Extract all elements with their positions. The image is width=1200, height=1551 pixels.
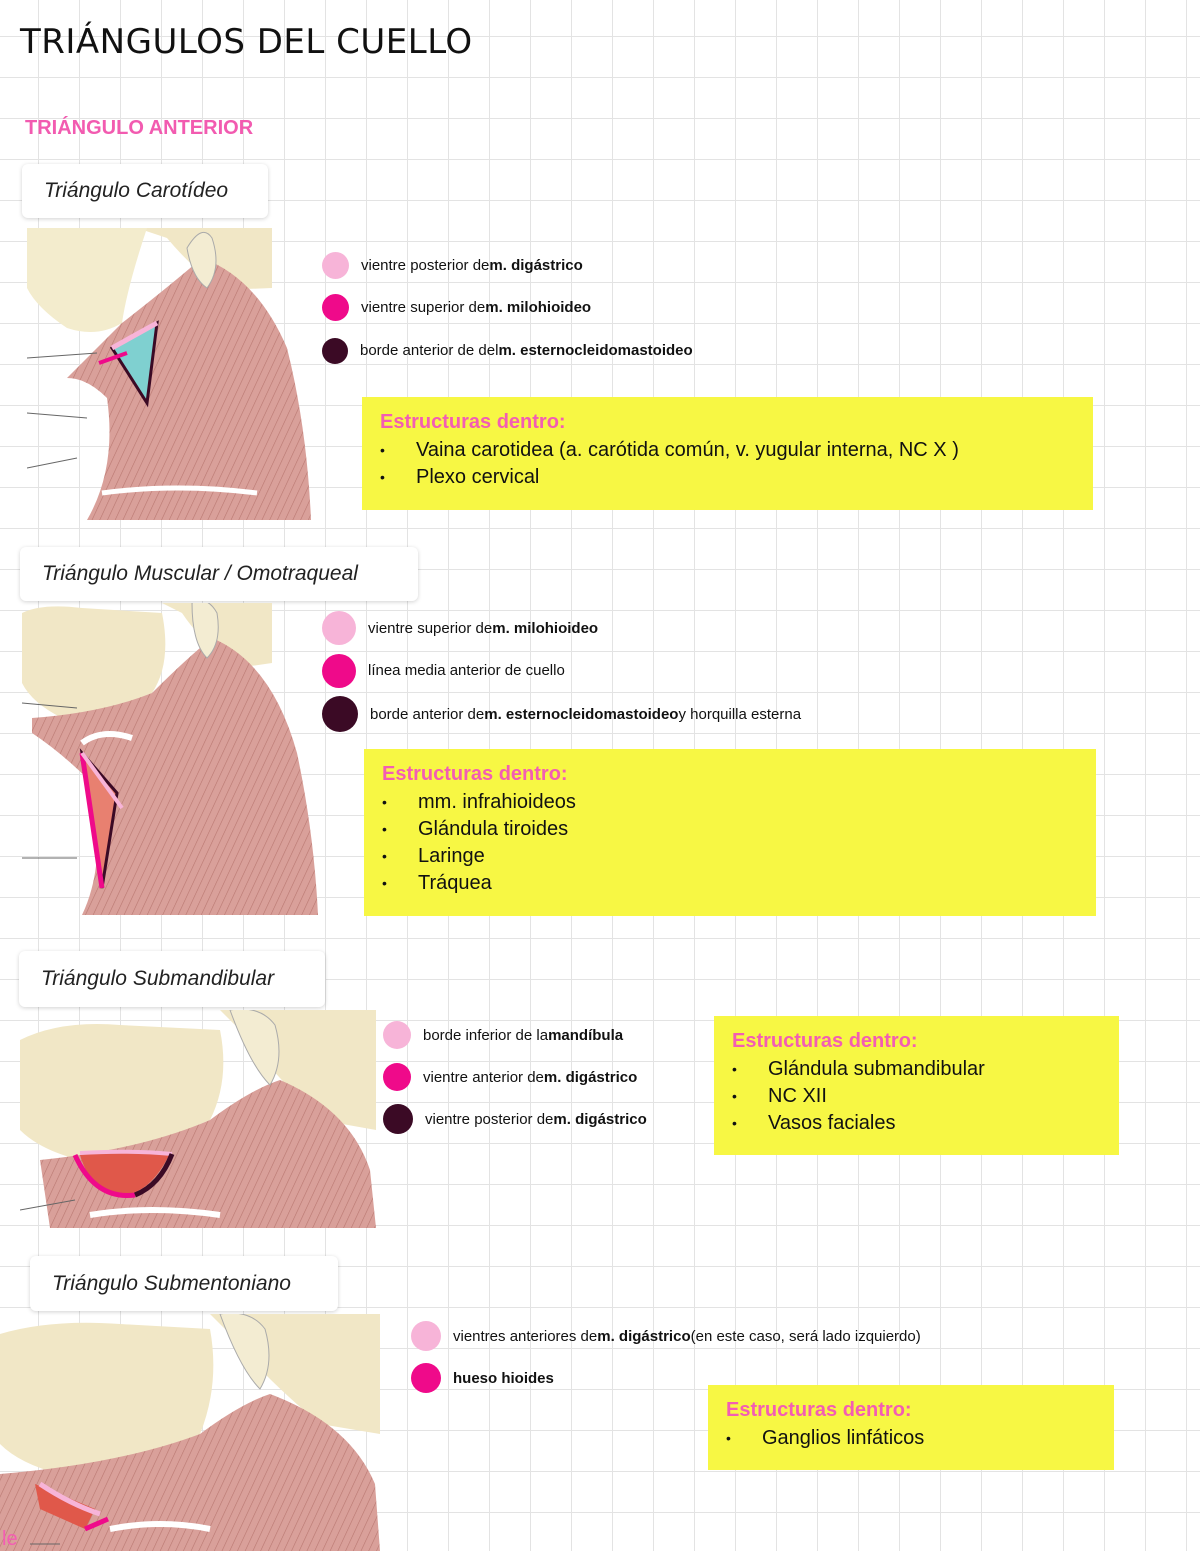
figure-label: le	[2, 1528, 18, 1550]
legend-item: vientre superior de m. milohioideo	[322, 607, 801, 649]
legend-dot-light-pink	[322, 251, 349, 279]
legend-item: borde anterior de del m. esternocleidoma…	[322, 329, 693, 372]
structures-box-muscular: Estructuras dentro: •mm. infrahioideos •…	[364, 749, 1096, 916]
structures-heading: Estructuras dentro:	[726, 1399, 912, 1421]
legend-dot-magenta	[383, 1063, 411, 1091]
structures-box-submentoniano: Estructuras dentro: •Ganglios linfáticos	[708, 1385, 1114, 1470]
triangle-card-submentoniano: Triángulo Submentoniano	[30, 1256, 338, 1311]
triangle-card-submandibular: Triángulo Submandibular	[19, 951, 325, 1007]
triangle-name: Triángulo Submentoniano	[52, 1271, 291, 1295]
structure-item: •Plexo cervical	[380, 466, 540, 488]
page-title: TRIÁNGULOS DEL CUELLO	[20, 22, 473, 62]
structure-item: •Vaina carotidea (a. carótida común, v. …	[380, 439, 959, 461]
structures-heading: Estructuras dentro:	[382, 763, 568, 785]
structure-item: •Vasos faciales	[732, 1112, 896, 1134]
legend-item: borde inferior de la mandíbula	[383, 1014, 647, 1056]
structures-heading: Estructuras dentro:	[732, 1030, 918, 1052]
structures-box-carotideo: Estructuras dentro: •Vaina carotidea (a.…	[362, 397, 1093, 510]
legend-dot-dark-purple	[383, 1104, 413, 1134]
legend-carotideo: vientre posterior de m. digástrico vient…	[322, 244, 693, 372]
legend-dot-light-pink	[383, 1021, 411, 1049]
neck-illustration-carotideo	[27, 228, 311, 520]
structure-item: •NC XII	[732, 1085, 827, 1107]
legend-item: hueso hioides	[411, 1357, 921, 1399]
section-title: TRIÁNGULO ANTERIOR	[25, 117, 254, 139]
triangle-card-carotideo: Triángulo Carotídeo	[22, 164, 268, 218]
structure-item: •Laringe	[382, 845, 485, 867]
triangle-name: Triángulo Muscular / Omotraqueal	[42, 562, 358, 585]
neck-illustration-muscular	[22, 603, 318, 915]
legend-item: vientre posterior de m. digástrico	[383, 1098, 647, 1140]
legend-submandibular: borde inferior de la mandíbula vientre a…	[383, 1014, 647, 1140]
legend-item: vientres anteriores de m. digástrico (en…	[411, 1315, 921, 1357]
triangle-name: Triángulo Carotídeo	[44, 179, 229, 202]
legend-muscular: vientre superior de m. milohioideo línea…	[322, 607, 801, 736]
neck-illustration-submentoniano	[0, 1314, 380, 1551]
legend-dot-magenta	[322, 653, 356, 688]
legend-dot-light-pink	[411, 1321, 441, 1351]
structure-item: •Tráquea	[382, 872, 492, 894]
structure-item: •Glándula tiroides	[382, 818, 569, 840]
triangle-card-muscular: Triángulo Muscular / Omotraqueal	[20, 547, 418, 601]
structure-item: •mm. infrahioideos	[382, 791, 576, 813]
legend-dot-light-pink	[322, 611, 356, 645]
structure-item: •Glándula submandibular	[732, 1058, 985, 1080]
triangle-name: Triángulo Submandibular	[41, 967, 275, 990]
structure-item: •Ganglios linfáticos	[726, 1427, 925, 1449]
legend-submentoniano: vientres anteriores de m. digástrico (en…	[411, 1315, 921, 1399]
legend-dot-magenta	[322, 294, 349, 321]
structures-box-submandibular: Estructuras dentro: •Glándula submandibu…	[714, 1016, 1119, 1155]
structures-heading: Estructuras dentro:	[380, 411, 566, 433]
legend-item: vientre posterior de m. digástrico	[322, 244, 693, 286]
legend-dot-dark-purple	[322, 696, 358, 732]
legend-item: línea media anterior de cuello	[322, 649, 801, 692]
legend-dot-magenta	[411, 1363, 441, 1393]
neck-illustration-submandibular	[20, 1010, 376, 1228]
legend-item: borde anterior de m. esternocleidomastoi…	[322, 692, 801, 736]
legend-item: vientre anterior de m. digástrico	[383, 1056, 647, 1098]
legend-dot-dark-purple	[322, 337, 348, 364]
legend-item: vientre superior de m. milohioideo	[322, 286, 693, 329]
